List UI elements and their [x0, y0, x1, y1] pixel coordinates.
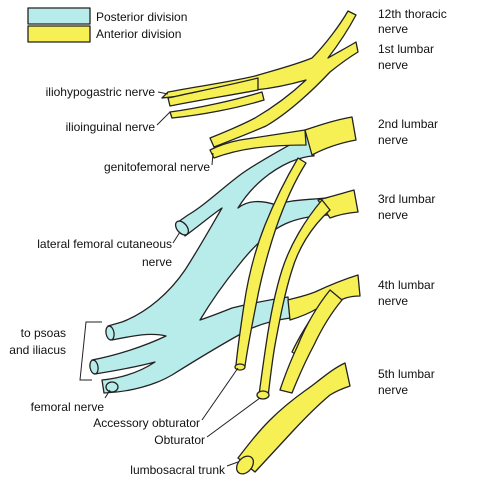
label-genitofemoral: genitofemoral nerve [104, 160, 210, 174]
label-l3-line2: nerve [378, 208, 408, 222]
legend-swatch-anterior [27, 25, 91, 43]
anterior-division [161, 10, 361, 475]
label-t12-line2: nerve [378, 22, 408, 36]
label-l2-line2: nerve [378, 133, 408, 147]
label-femoral: femoral nerve [31, 400, 105, 414]
nerve-t12-l1 [161, 10, 359, 148]
nerve-iliohypogastric-ilioinguinal [167, 77, 265, 119]
posterior-lfcn-end [174, 220, 190, 236]
nerve-l2 [304, 116, 357, 156]
label-lfcn-line2: nerve [142, 255, 172, 269]
leader-lfcn [172, 231, 181, 244]
label-lumbosacral: lumbosacral trunk [130, 463, 226, 477]
leader-lumbosacral [226, 461, 239, 467]
posterior-psoas-end-lower [89, 359, 99, 375]
leader-obturator [206, 397, 261, 438]
posterior-psoas-end-upper [105, 325, 115, 341]
legend: Posterior division Anterior division [27, 7, 187, 43]
label-t12-line1: 12th thoracic [378, 7, 447, 21]
posterior-main-trunk [91, 132, 329, 394]
leader-genitofemoral [211, 152, 214, 166]
label-accessory-obturator: Accessory obturator [93, 416, 200, 430]
nerve-l2-genitofemoral [209, 129, 307, 159]
label-l1-line2: nerve [378, 58, 408, 72]
label-lfcn-line1: lateral femoral cutaneous [37, 237, 172, 251]
legend-swatch-posterior [27, 7, 91, 25]
leader-iliohypogastric [157, 91, 169, 95]
lumbosacral-end [235, 455, 255, 475]
leader-accessory-obturator [201, 367, 239, 421]
legend-label-posterior: Posterior division [96, 10, 187, 24]
label-l5-line2: nerve [378, 383, 408, 397]
right-labels: 12th thoracic nerve 1st lumbar nerve 2nd… [378, 7, 447, 397]
label-l4-line1: 4th lumbar [378, 278, 435, 292]
label-psoas-line1: to psoas [21, 326, 66, 340]
label-psoas-line2: and iliacus [9, 343, 66, 357]
leader-femoral [104, 389, 111, 399]
posterior-division [89, 132, 329, 394]
label-ilioinguinal: ilioinguinal nerve [66, 120, 156, 134]
label-l2-line1: 2nd lumbar [378, 117, 438, 131]
leader-lines [79, 91, 261, 467]
leader-ilioinguinal [156, 111, 171, 126]
label-iliohypogastric: iliohypogastric nerve [46, 85, 156, 99]
label-l3-line1: 3rd lumbar [378, 192, 435, 206]
nerve-l5 [237, 289, 351, 473]
label-obturator: Obturator [154, 433, 205, 447]
left-labels: iliohypogastric nerve ilioinguinal nerve… [9, 85, 226, 477]
posterior-femoral-end [105, 381, 119, 393]
obturator-end [256, 390, 270, 400]
label-l1-line1: 1st lumbar [378, 42, 434, 56]
label-l5-line1: 5th lumbar [378, 367, 435, 381]
accessory-obturator-end [234, 363, 246, 371]
psoas-bracket [79, 321, 102, 381]
legend-label-anterior: Anterior division [96, 27, 181, 41]
label-l4-line2: nerve [378, 294, 408, 308]
